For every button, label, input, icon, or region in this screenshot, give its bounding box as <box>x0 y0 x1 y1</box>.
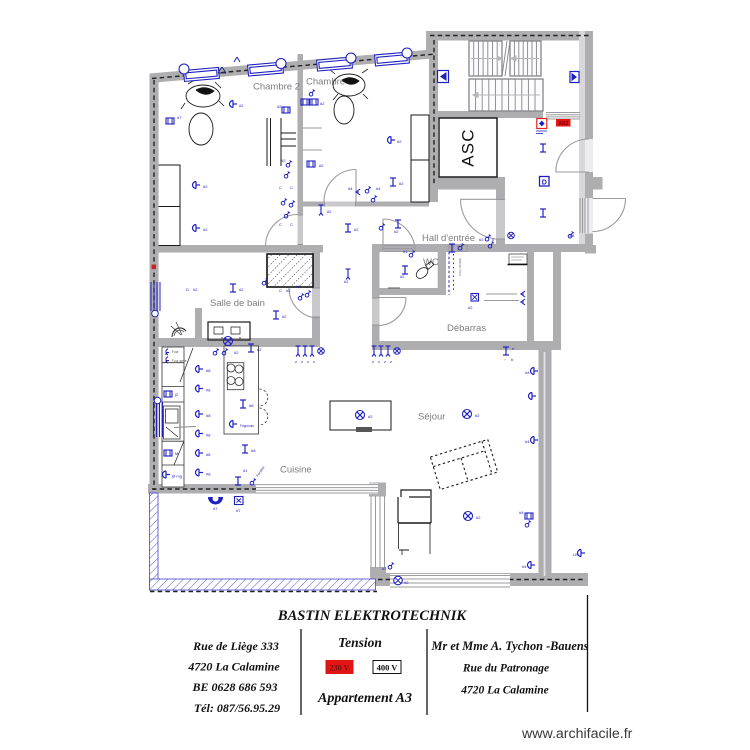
svg-text:#2: #2 <box>286 288 291 293</box>
svg-text:C: C <box>279 222 282 227</box>
svg-text:#7: #7 <box>177 115 182 120</box>
svg-text:Chambre 2: Chambre 2 <box>253 82 300 93</box>
svg-text:#2: #2 <box>239 287 244 292</box>
svg-text:#4: #4 <box>376 186 381 191</box>
svg-text:D: D <box>542 179 547 186</box>
svg-text:#2: #2 <box>193 287 198 292</box>
svg-text:#8: #8 <box>206 433 211 438</box>
svg-text:#2: #2 <box>320 101 325 106</box>
svg-text:#2: #2 <box>296 284 301 289</box>
svg-text:Débarras: Débarras <box>447 323 486 334</box>
svg-text:WC: WC <box>423 257 439 268</box>
svg-text:|8 mg: |8 mg <box>172 474 182 479</box>
svg-text:#7: #7 <box>236 508 241 513</box>
svg-text:z: z <box>390 359 392 364</box>
svg-text:z: z <box>307 359 309 364</box>
svg-text:#4: #4 <box>525 370 530 375</box>
svg-text:#2: #2 <box>468 305 473 310</box>
svg-text:rr: rr <box>512 346 515 351</box>
svg-text:C: C <box>279 185 282 190</box>
svg-text:Rue du Patronage: Rue du Patronage <box>462 663 549 675</box>
svg-text:AS3: AS3 <box>558 121 568 127</box>
svg-text:4720 La Calamine: 4720 La Calamine <box>460 685 549 697</box>
svg-text:BE 0628 686 593: BE 0628 686 593 <box>191 680 277 694</box>
svg-text::: : <box>518 234 519 239</box>
svg-text:Salle de bain: Salle de bain <box>210 298 265 309</box>
svg-text:#8: #8 <box>206 388 211 393</box>
svg-text:D: D <box>186 287 189 292</box>
svg-text:|2: |2 <box>175 392 179 397</box>
svg-text:Cuisine: Cuisine <box>280 465 312 476</box>
svg-text:#2: #2 <box>476 515 481 520</box>
svg-text:Appartement A3: Appartement A3 <box>317 691 412 706</box>
svg-text:#8: #8 <box>206 368 211 373</box>
svg-text:#8: #8 <box>206 472 211 477</box>
svg-text:Mr et Mme A. Tychon -Bauens: Mr et Mme A. Tychon -Bauens <box>431 639 589 653</box>
svg-text:Chambre 1: Chambre 1 <box>306 77 353 88</box>
svg-text:#2: #2 <box>397 139 402 144</box>
svg-text:Hall d'entrée: Hall d'entrée <box>422 233 475 244</box>
svg-text:#2: #2 <box>203 184 208 189</box>
svg-text:#2: #2 <box>368 414 373 419</box>
svg-text:Séjour: Séjour <box>418 412 445 423</box>
svg-text:Rue de Liège 333: Rue de Liège 333 <box>192 639 279 653</box>
svg-text:tableau elect: tableau elect <box>458 258 462 276</box>
svg-text:#2: #2 <box>400 274 405 279</box>
svg-text:400 V: 400 V <box>377 663 399 673</box>
svg-text:BASTIN ELEKTROTECHNIK: BASTIN ELEKTROTECHNIK <box>277 608 467 624</box>
svg-text:#8: #8 <box>206 413 211 418</box>
svg-text:z: z <box>313 359 315 364</box>
svg-text:#4: #4 <box>522 564 527 569</box>
svg-text:C: C <box>279 288 282 293</box>
svg-text:#4: #4 <box>348 186 353 191</box>
svg-text:#8: #8 <box>206 452 211 457</box>
svg-text:ASC: ASC <box>458 128 477 167</box>
svg-text:M: M <box>175 451 178 456</box>
svg-text:#2: #2 <box>399 181 404 186</box>
svg-text:LE: LE <box>573 552 578 557</box>
svg-text:#1: #1 <box>243 468 248 473</box>
svg-text:b: b <box>511 357 514 362</box>
svg-text:#2: #2 <box>344 279 349 284</box>
svg-text:#2: #2 <box>354 227 359 232</box>
svg-text:#7: #7 <box>213 506 218 511</box>
svg-text:#2: #2 <box>479 237 484 242</box>
svg-text:#2: #2 <box>257 347 262 352</box>
svg-text:Tension: Tension <box>338 635 382 650</box>
svg-text:#8: #8 <box>251 448 256 453</box>
svg-text:Frigo/cuis: Frigo/cuis <box>240 424 254 428</box>
svg-text:Four: Four <box>172 350 179 354</box>
svg-text:#8: #8 <box>249 403 254 408</box>
svg-text:#2: #2 <box>382 566 387 571</box>
svg-text::·: :· <box>504 357 506 362</box>
svg-text:z: z <box>301 359 303 364</box>
svg-text:#2: #2 <box>203 227 208 232</box>
svg-text:230 V: 230 V <box>330 664 350 673</box>
svg-text:Fenêtre: Fenêtre <box>256 465 266 477</box>
svg-text:www.archifacile.fr: www.archifacile.fr <box>521 726 633 742</box>
svg-text:#2: #2 <box>234 350 239 355</box>
svg-text:Tél: 087/56.95.29: Tél: 087/56.95.29 <box>194 701 280 715</box>
svg-text:z: z <box>295 359 297 364</box>
svg-text:Four arme: Four arme <box>172 359 187 363</box>
svg-text:#2: #2 <box>404 580 409 585</box>
svg-text:0: 0 <box>492 237 495 242</box>
svg-text:#2: #2 <box>394 229 399 234</box>
svg-text:z: z <box>378 359 380 364</box>
svg-text:#2: #2 <box>282 314 287 319</box>
svg-text:C: C <box>290 222 293 227</box>
svg-text:4720 La Calamine: 4720 La Calamine <box>187 660 280 674</box>
svg-text:#2: #2 <box>239 103 244 108</box>
svg-text:#2: #2 <box>327 209 332 214</box>
svg-text:#2: #2 <box>277 104 282 109</box>
svg-text:#2: #2 <box>319 163 324 168</box>
svg-text:z: z <box>384 359 386 364</box>
svg-text:#2: #2 <box>281 158 286 163</box>
svg-text:#4: #4 <box>525 439 530 444</box>
svg-text:z: z <box>372 359 374 364</box>
svg-text:#2: #2 <box>475 413 480 418</box>
svg-text:#4: #4 <box>519 510 524 515</box>
svg-text:C: C <box>290 185 293 190</box>
svg-text:#1: #1 <box>403 249 408 254</box>
